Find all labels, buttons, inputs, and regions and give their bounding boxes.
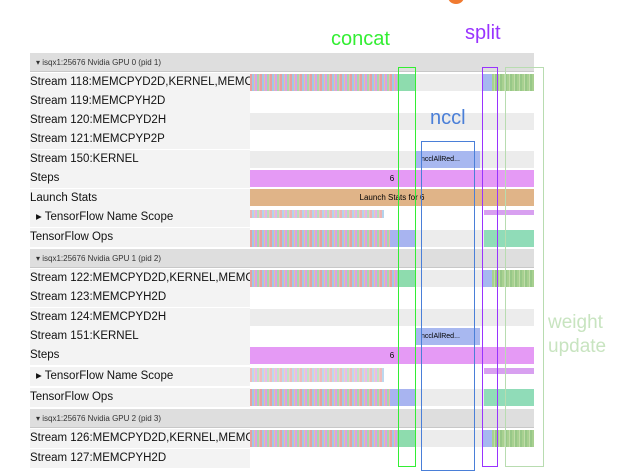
track-label: Stream 126:MEMCPYD2D,KERNEL,MEMCPYH2D <box>30 429 250 448</box>
track-label: Stream 118:MEMCPYD2D,KERNEL,MEMCPYH2D <box>30 73 250 92</box>
concat-annotation: concat <box>331 28 390 50</box>
process-header-gpu1[interactable]: ▾ isqx1:25676 Nvidia GPU 1 (pid 2) <box>30 249 534 268</box>
steps-event[interactable]: 6 <box>250 347 534 364</box>
track-label: Stream 119:MEMCPYH2D <box>30 92 250 111</box>
track-label-expandable[interactable]: ▸ TensorFlow Name Scope <box>30 208 250 227</box>
launch-stats-event[interactable]: Launch Stats for 6 <box>250 189 534 206</box>
process-header-gpu0[interactable]: ▾ isqx1:25676 Nvidia GPU 0 (pid 1) <box>30 53 534 72</box>
track-label: Stream 124:MEMCPYD2H <box>30 308 250 327</box>
track-label: Stream 123:MEMCPYH2D <box>30 288 250 307</box>
split-event[interactable] <box>482 270 492 287</box>
tf-ops-events[interactable] <box>484 389 534 406</box>
concat-event[interactable] <box>398 270 415 287</box>
track-label-expandable[interactable]: ▸ TensorFlow Name Scope <box>30 367 250 386</box>
track-label: Steps <box>30 169 250 188</box>
split-annotation: split <box>465 22 501 44</box>
process-header-gpu2[interactable]: ▾ isqx1:25676 Nvidia GPU 2 (pid 3) <box>30 409 534 428</box>
track-label: Stream 122:MEMCPYD2D,KERNEL,MEMCPYH2D <box>30 269 250 288</box>
track-label: TensorFlow Name Scope <box>44 211 174 223</box>
nccl-highlight-box <box>421 141 475 471</box>
tf-ops-events[interactable] <box>250 230 390 247</box>
track-label: Stream 127:MEMCPYH2D <box>30 449 250 468</box>
nccl-event[interactable]: ncclAllRed... <box>415 151 480 168</box>
name-scope-events[interactable] <box>250 210 384 218</box>
concat-event[interactable] <box>398 430 415 447</box>
nccl-annotation: nccl <box>430 107 466 129</box>
track-label: Stream 120:MEMCPYD2H <box>30 111 250 130</box>
steps-event[interactable]: 6 <box>250 170 534 187</box>
concat-event[interactable] <box>398 74 415 91</box>
track-label: TensorFlow Ops <box>30 388 250 407</box>
weight-update-events[interactable] <box>492 430 534 447</box>
split-event[interactable] <box>482 74 492 91</box>
weight-update-highlight-box <box>505 67 544 467</box>
name-scope-events[interactable] <box>250 368 384 382</box>
process-title: isqx1:25676 Nvidia GPU 1 (pid 2) <box>42 254 161 263</box>
tf-ops-events[interactable] <box>484 230 534 247</box>
lane <box>250 309 534 326</box>
process-title: isqx1:25676 Nvidia GPU 2 (pid 3) <box>42 414 161 423</box>
name-scope-events[interactable] <box>484 210 534 215</box>
tf-ops-events[interactable] <box>250 389 390 406</box>
track-label: Stream 121:MEMCPYP2P <box>30 130 250 149</box>
concat-highlight-box <box>398 67 416 467</box>
event-bars[interactable] <box>250 270 398 287</box>
track-label: Stream 150:KERNEL <box>30 150 250 169</box>
nccl-event[interactable]: ncclAllRed... <box>415 328 480 345</box>
weight-update-events[interactable] <box>492 74 534 91</box>
name-scope-events[interactable] <box>484 368 534 374</box>
weight-update-events[interactable] <box>492 270 534 287</box>
orange-marker <box>448 0 464 4</box>
split-highlight-box <box>482 67 498 467</box>
track-label: Steps <box>30 346 250 365</box>
track-label: TensorFlow Ops <box>30 228 250 247</box>
track-label: TensorFlow Name Scope <box>44 370 174 382</box>
lane <box>250 113 534 130</box>
event-bars[interactable] <box>250 74 398 91</box>
process-title: isqx1:25676 Nvidia GPU 0 (pid 1) <box>42 58 161 67</box>
tf-ops-event[interactable] <box>390 389 415 406</box>
split-event[interactable] <box>482 430 492 447</box>
tf-ops-event[interactable] <box>390 230 415 247</box>
track-label: Launch Stats <box>30 189 250 208</box>
track-label: Stream 151:KERNEL <box>30 327 250 346</box>
event-bars[interactable] <box>250 430 398 447</box>
